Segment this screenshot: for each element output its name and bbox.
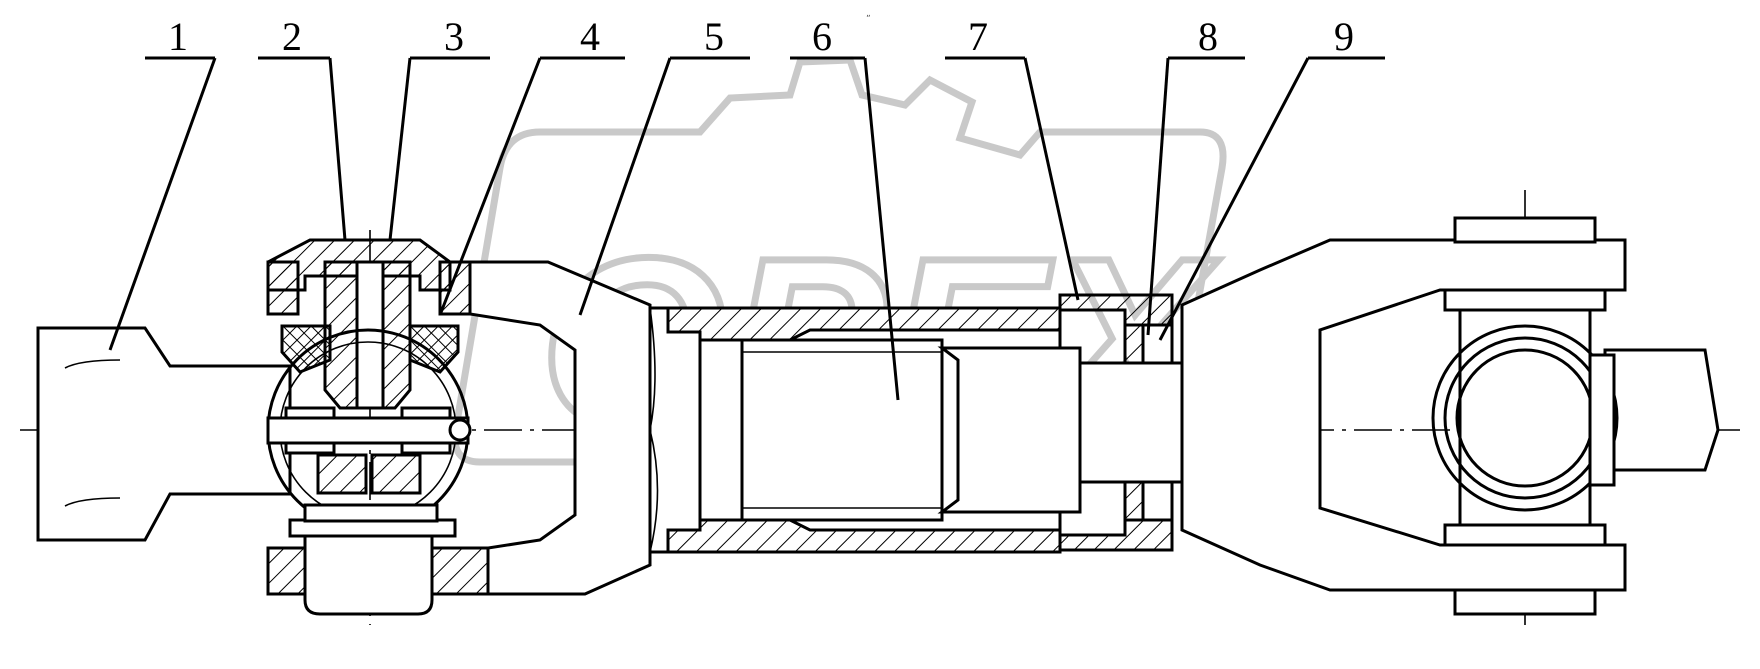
cross-bore-outer xyxy=(1431,324,1619,512)
slip-yoke xyxy=(468,260,652,596)
yoke-ear-left xyxy=(266,260,300,316)
output-shaft xyxy=(1078,361,1184,484)
callout-9-label: 9 xyxy=(1334,14,1354,59)
bearing-right-lower xyxy=(370,453,422,495)
right-universal-joint xyxy=(1180,216,1720,616)
lower-yoke-ear-left xyxy=(266,546,307,596)
lower-yoke-ear-right xyxy=(430,546,490,596)
cross-pin-end-right xyxy=(448,418,472,442)
lower-bearing-cup xyxy=(303,534,434,616)
left-universal-joint xyxy=(266,238,490,616)
callout-7-leader xyxy=(1023,57,1080,301)
spline-stub xyxy=(937,346,1082,514)
seal-ring-lower xyxy=(1123,480,1145,522)
seal-washer-upper xyxy=(1141,323,1174,365)
seal-ring-left xyxy=(280,324,332,374)
callout-4-label: 4 xyxy=(580,14,600,59)
callout-2-label: 2 xyxy=(282,14,302,59)
cross-arm-right xyxy=(1588,353,1616,487)
tube-wall-bottom xyxy=(666,518,1062,554)
cross-pin-horizontal xyxy=(266,416,470,445)
callout-5-leader xyxy=(578,57,672,316)
seal-washer-lower xyxy=(1141,480,1174,522)
callout-5-label: 5 xyxy=(704,14,724,59)
cross-body xyxy=(1458,308,1592,527)
bearing-cap-top-neck xyxy=(1443,288,1607,312)
end-shaft xyxy=(1603,348,1720,472)
seal-ring-upper xyxy=(1123,323,1145,365)
callout-4-leader xyxy=(438,57,542,316)
seal-nut-bottom xyxy=(1058,518,1174,552)
seal-housing xyxy=(1058,293,1184,552)
spline-sleeve-left xyxy=(698,338,744,522)
callout-8-leader xyxy=(1146,57,1170,336)
callout-3-label: 3 xyxy=(444,14,464,59)
bearing-cap-bottom xyxy=(1453,588,1597,616)
callout-2-leader xyxy=(328,57,347,241)
input-shaft xyxy=(36,326,292,542)
callouts: 1 2 3 4 5 6 7 8 9 xyxy=(108,14,1385,401)
flange-yoke xyxy=(1180,238,1627,592)
callout-3-leader xyxy=(388,57,412,241)
callout-1-leader xyxy=(108,57,217,351)
callout-7-label: 7 xyxy=(968,14,988,59)
spline-shaft xyxy=(740,338,944,522)
callout-6-label: 6 xyxy=(812,14,832,59)
seal-ring-right xyxy=(408,324,460,374)
callout-6-leader xyxy=(863,57,900,401)
bearing-cap-bottom-neck xyxy=(1443,523,1607,547)
lower-cup-neck xyxy=(303,503,439,523)
callout-1-label: 1 xyxy=(168,14,188,59)
header-mark: „  xyxy=(866,9,902,19)
bearing-left-lower xyxy=(316,453,368,495)
callout-9-leader xyxy=(1158,57,1310,341)
spline-tube-assembly xyxy=(648,306,1082,554)
bearing-cap-top xyxy=(1453,216,1597,244)
callout-8-label: 8 xyxy=(1198,14,1218,59)
grease-bolt xyxy=(355,260,385,410)
